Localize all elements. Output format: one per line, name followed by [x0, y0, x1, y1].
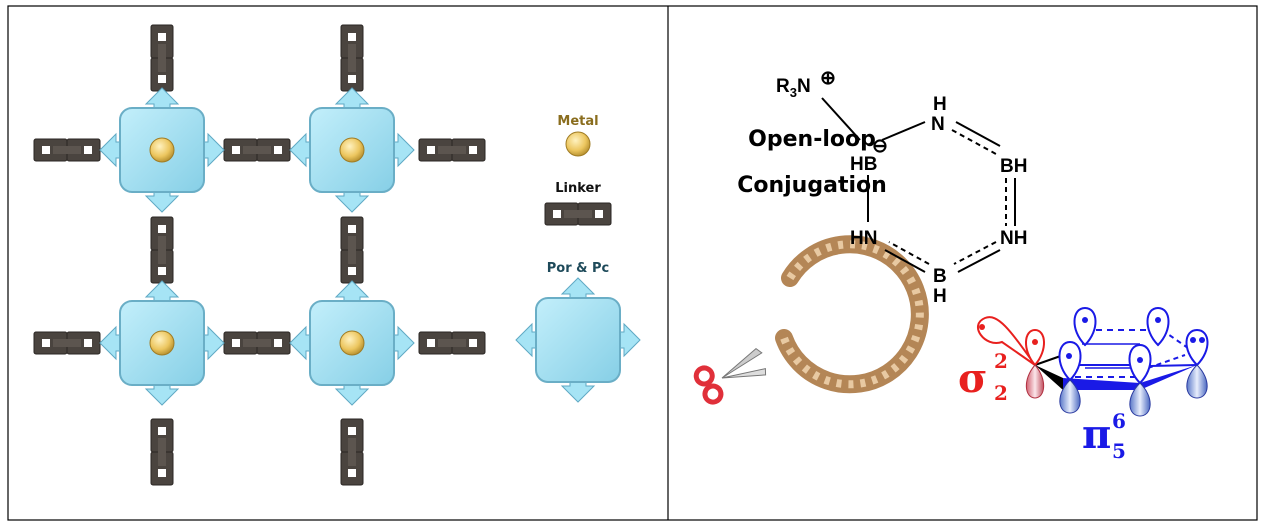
linker: [33, 331, 101, 355]
svg-text:H: H: [933, 94, 947, 115]
svg-text:H: H: [933, 286, 947, 307]
linker-icon: [544, 202, 612, 226]
orbital-diagram: σ 2 2 π 6 5: [958, 306, 1209, 463]
metal-center: [339, 330, 365, 356]
metal-center: [149, 137, 175, 163]
outer-border: [7, 5, 1258, 521]
svg-text:5: 5: [1112, 439, 1126, 463]
svg-text:BH: BH: [1000, 156, 1027, 177]
linker: [223, 138, 291, 162]
svg-text:2: 2: [994, 349, 1008, 373]
molecule-labels: R3N ⊕ ⊖ HB H N BH NH B H HN: [776, 68, 1027, 307]
svg-text:NH: NH: [1000, 228, 1027, 249]
scissors-icon: [693, 347, 767, 405]
pi-label: π: [1082, 411, 1111, 458]
linker: [150, 24, 174, 92]
title-line2: Conjugation: [737, 173, 887, 198]
linker: [418, 138, 486, 162]
linker: [33, 138, 101, 162]
legend-unit-label: Por & Pc: [547, 261, 610, 276]
framework-network: [33, 24, 486, 486]
linker: [340, 216, 364, 284]
legend-metal-label: Metal: [557, 114, 598, 129]
linker: [223, 331, 291, 355]
metal-center: [149, 330, 175, 356]
minus-charge: ⊖: [872, 136, 888, 157]
svg-text:N: N: [931, 114, 945, 135]
linker: [150, 418, 174, 486]
borazine-molecule: [821, 97, 1016, 273]
title-line1: Open-loop: [748, 127, 876, 152]
linker: [418, 331, 486, 355]
metal-center: [339, 137, 365, 163]
svg-text:B: B: [933, 266, 947, 287]
linker: [150, 216, 174, 284]
svg-text:R3N: R3N: [776, 76, 811, 100]
svg-text:2: 2: [994, 381, 1008, 405]
metal-icon: [565, 131, 591, 157]
legend: Metal Linker Por & Pc: [515, 114, 641, 403]
svg-text:HN: HN: [850, 228, 877, 249]
rope-ring-icon: [775, 235, 929, 394]
plus-charge: ⊕: [820, 68, 836, 89]
porphyrin-unit-icon: [515, 277, 641, 403]
linker: [340, 418, 364, 486]
legend-linker-label: Linker: [555, 181, 601, 196]
svg-text:6: 6: [1112, 409, 1126, 433]
sigma-label: σ: [958, 355, 988, 402]
linker: [340, 24, 364, 92]
svg-text:HB: HB: [850, 154, 877, 175]
